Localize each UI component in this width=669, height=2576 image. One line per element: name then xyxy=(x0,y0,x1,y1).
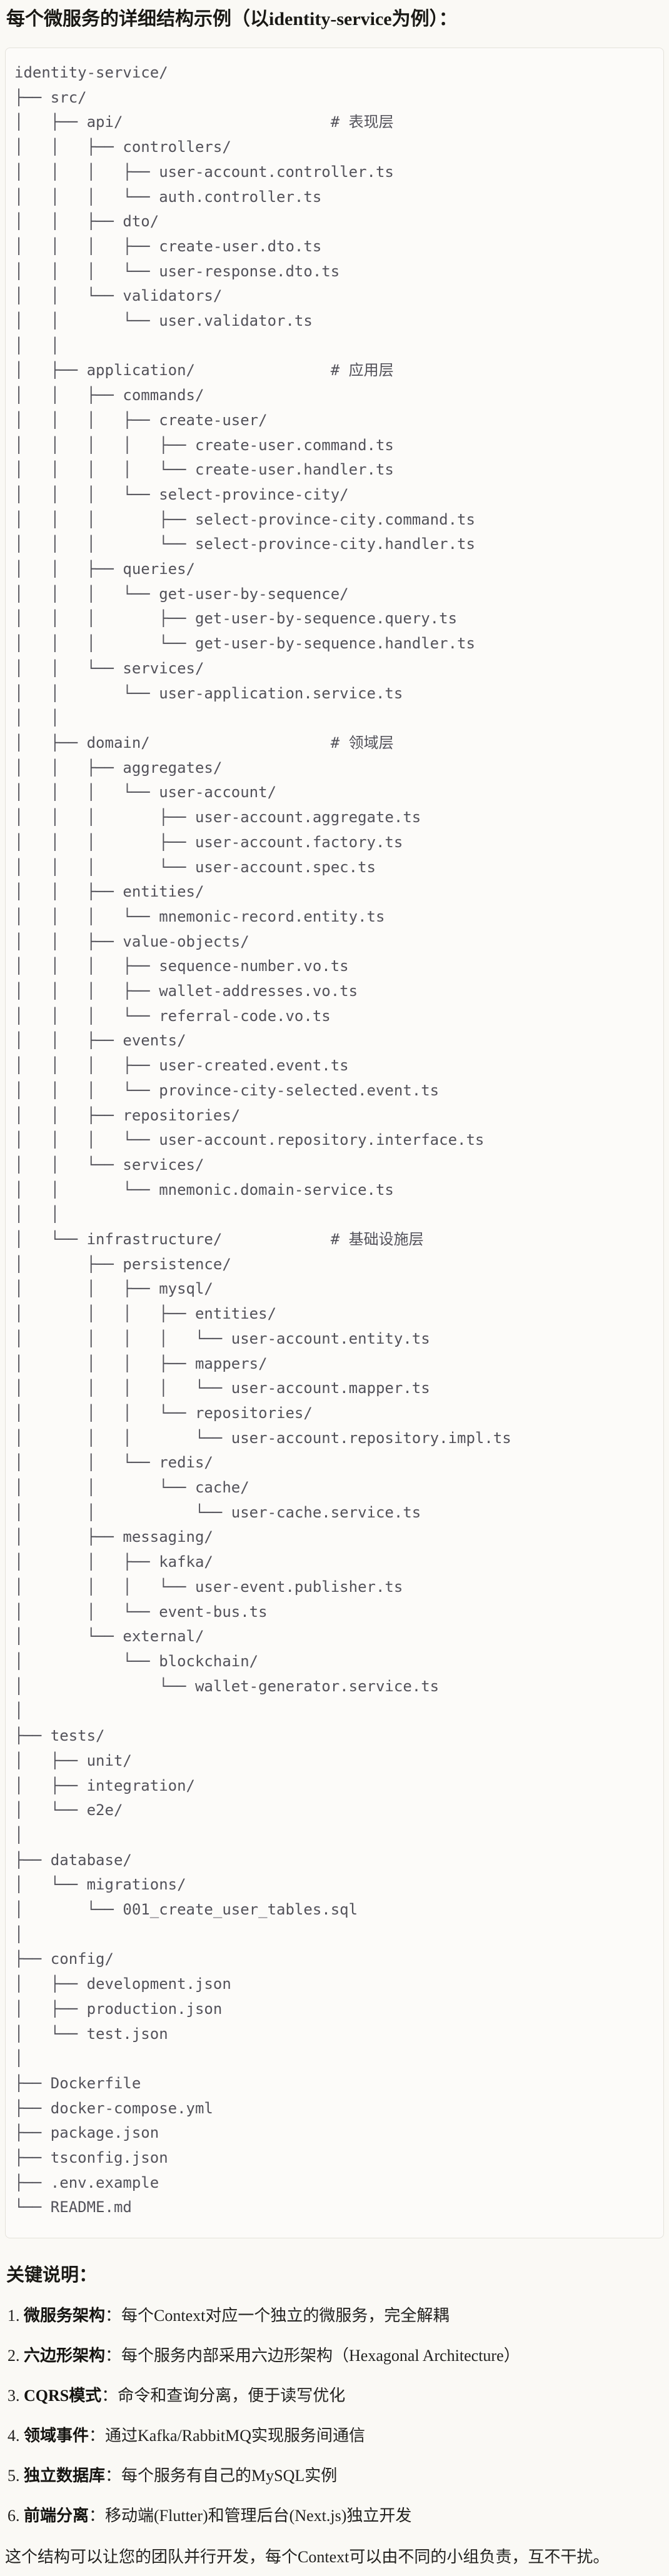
note-number: 1. xyxy=(8,2307,24,2325)
code-block: identity-service/ ├── src/ │ ├── api/ # … xyxy=(5,48,664,2239)
note-label: CQRS模式 xyxy=(24,2387,102,2405)
note-text: ：命令和查询分离，便于读写优化 xyxy=(101,2387,346,2405)
note-number: 3. xyxy=(8,2387,24,2405)
note-label: 领域事件 xyxy=(24,2427,89,2445)
footer-paragraph: 这个结构可以让您的团队并行开发，每个Context可以由不同的小组负责，互不干扰… xyxy=(5,2548,610,2567)
notes-heading: 关键说明： xyxy=(6,2265,98,2286)
note-item-6: 6. 前端分离：移动端(Flutter)和管理后台(Next.js)独立开发 xyxy=(8,2505,664,2527)
directory-tree-text: identity-service/ ├── src/ │ ├── api/ # … xyxy=(14,64,511,2216)
note-text: ：每个服务有自己的MySQL实例 xyxy=(105,2467,338,2485)
note-label: 六边形架构 xyxy=(24,2347,106,2365)
note-text: ：通过Kafka/RabbitMQ实现服务间通信 xyxy=(89,2427,365,2445)
note-text: ：移动端(Flutter)和管理后台(Next.js)独立开发 xyxy=(89,2507,412,2525)
note-number: 5. xyxy=(8,2467,24,2485)
note-item-4: 4. 领域事件：通过Kafka/RabbitMQ实现服务间通信 xyxy=(8,2425,664,2447)
note-label: 微服务架构 xyxy=(24,2307,106,2325)
note-number: 2. xyxy=(8,2347,24,2365)
note-label: 独立数据库 xyxy=(24,2467,106,2485)
note-item-5: 5. 独立数据库：每个服务有自己的MySQL实例 xyxy=(8,2465,664,2487)
note-number: 4. xyxy=(8,2427,24,2445)
page-title: 每个微服务的详细结构示例（以identity-service为例）： xyxy=(6,9,458,29)
note-text: ：每个Context对应一个独立的微服务，完全解耦 xyxy=(105,2307,450,2325)
note-text: ：每个服务内部采用六边形架构（Hexagonal Architecture） xyxy=(105,2347,520,2365)
document-page: 每个微服务的详细结构示例（以identity-service为例）： ident… xyxy=(5,6,664,2568)
note-label: 前端分离 xyxy=(24,2507,89,2525)
note-item-1: 1. 微服务架构：每个Context对应一个独立的微服务，完全解耦 xyxy=(8,2305,664,2327)
note-number: 6. xyxy=(8,2507,24,2525)
note-item-3: 3. CQRS模式：命令和查询分离，便于读写优化 xyxy=(8,2385,664,2407)
note-item-2: 2. 六边形架构：每个服务内部采用六边形架构（Hexagonal Archite… xyxy=(8,2345,664,2367)
